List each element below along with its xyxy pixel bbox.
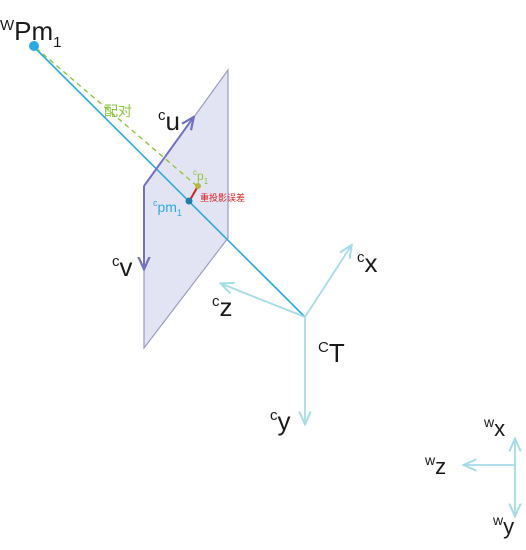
world-point-label: WPm1 [0,16,62,51]
cam-u-label: cu [158,106,180,136]
cam-x-label: cx [357,248,378,278]
cam-y-label: cy [270,406,291,436]
reprojected-point-label: cpm1 [153,198,182,218]
world-x-label: wx [483,414,505,441]
cam-center-label: CT [318,338,345,368]
cam-v-label: cv [112,252,133,282]
world-y-label: wy [492,512,514,539]
projected-point-label: cp1 [193,168,209,186]
cam-z-label: cz [212,292,233,322]
image-plane [143,68,229,350]
world-point-marker [29,41,39,51]
cam-u-axis [143,118,193,187]
projection-ray [32,45,306,318]
projected-point-marker [195,183,201,189]
world-z-label: wz [424,452,446,479]
cam-x-axis [304,246,351,318]
pairing-label: 配对 [104,103,132,119]
reprojected-point-marker [185,197,193,205]
cam-z-axis [222,284,306,318]
reprojection-error-label: 重投影误差 [200,192,245,203]
